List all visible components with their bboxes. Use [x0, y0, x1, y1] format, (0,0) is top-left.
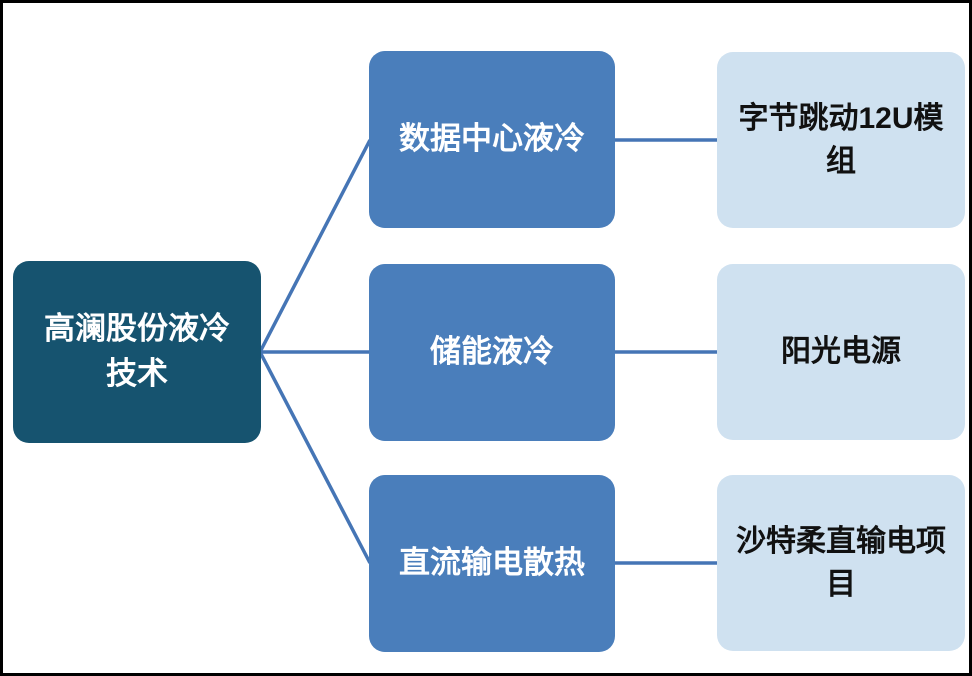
category-node-energy-storage-liquid-cooling: 储能液冷: [369, 264, 615, 441]
category-node-dc-transmission-heat-dissipation: 直流输电散热: [369, 475, 615, 652]
example-node-bytedance-12u-module: 字节跳动12U模 组: [717, 52, 965, 228]
example-node-saudi-hvdc-project: 沙特柔直输电项 目: [717, 475, 965, 651]
connector-root-to-dctransmission: [258, 351, 372, 564]
example-node-sungrow-power: 阳光电源: [717, 264, 965, 440]
connector-root-to-datacenter: [258, 139, 372, 353]
category-node-datacenter-liquid-cooling: 数据中心液冷: [369, 51, 615, 228]
root-node-company-technology: 高澜股份液冷 技术: [13, 261, 261, 443]
